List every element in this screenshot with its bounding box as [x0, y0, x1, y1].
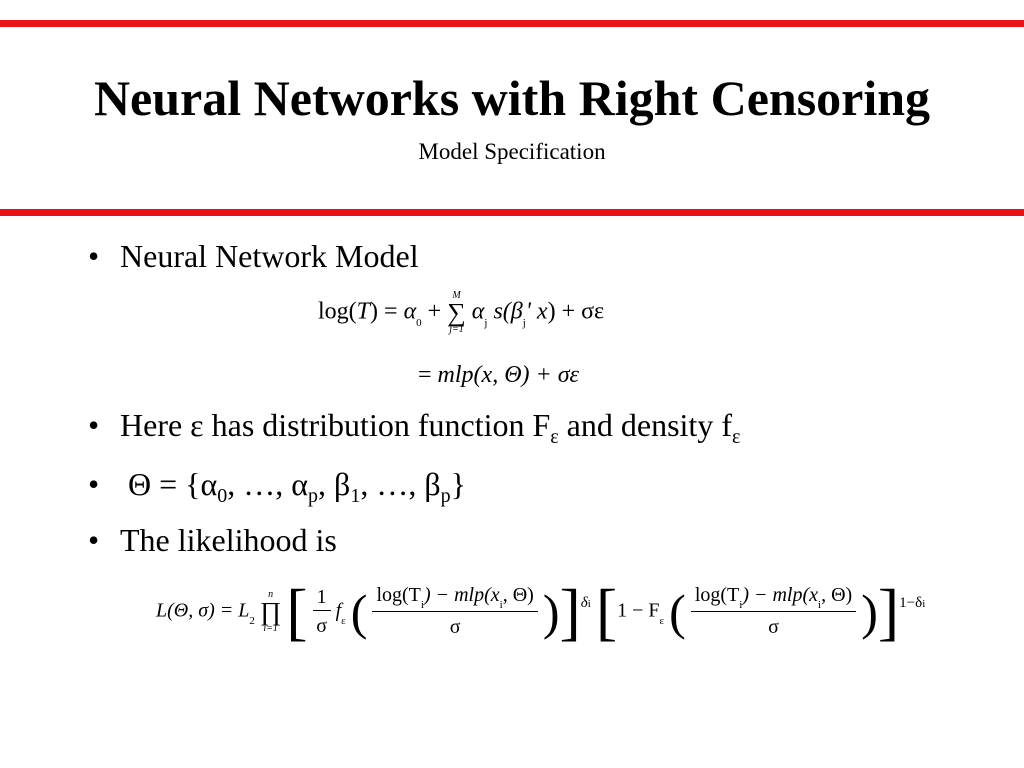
product-symbol: n ∏ i=1: [259, 589, 282, 634]
bullet-theta-set: • Θ = {α0, …, αp, β1, …, βp}: [88, 466, 466, 507]
equation-likelihood: L(Θ, σ) = L2 n ∏ i=1 [ 1 σ fε ( log(Ti) …: [156, 576, 926, 647]
fraction-standardized-residual-2: log(Ti) − mlp(xi, Θ) σ: [690, 582, 857, 642]
top-red-rule: [0, 20, 1024, 27]
bullet-dot: •: [88, 407, 100, 443]
slide-subtitle: Model Specification: [418, 139, 606, 164]
bullet-dot: •: [88, 522, 100, 558]
bullet-dot: •: [88, 466, 100, 502]
equation-model-line1: log(T) = α0 + M ∑ j=1 αj s(βj' x) + σε: [318, 290, 605, 335]
bullet-neural-network-model: • Neural Network Model: [88, 236, 419, 276]
fraction-one-over-sigma: 1 σ: [312, 584, 331, 641]
equation-model-line2: = mlp(x, Θ) + σε: [418, 362, 580, 388]
bullet-text: Neural Network Model: [120, 238, 419, 274]
bullet-distribution: •Here ε has distribution function Fε and…: [88, 407, 741, 448]
fraction-standardized-residual: log(Ti) − mlp(xi, Θ) σ: [372, 582, 538, 642]
slide-title: Neural Networks with Right Censoring: [93, 70, 931, 126]
bullet-likelihood: •The likelihood is: [88, 522, 337, 558]
bottom-red-rule: [0, 209, 1024, 216]
summation-symbol: M ∑ j=1: [447, 290, 466, 335]
bullet-dot: •: [88, 238, 100, 274]
